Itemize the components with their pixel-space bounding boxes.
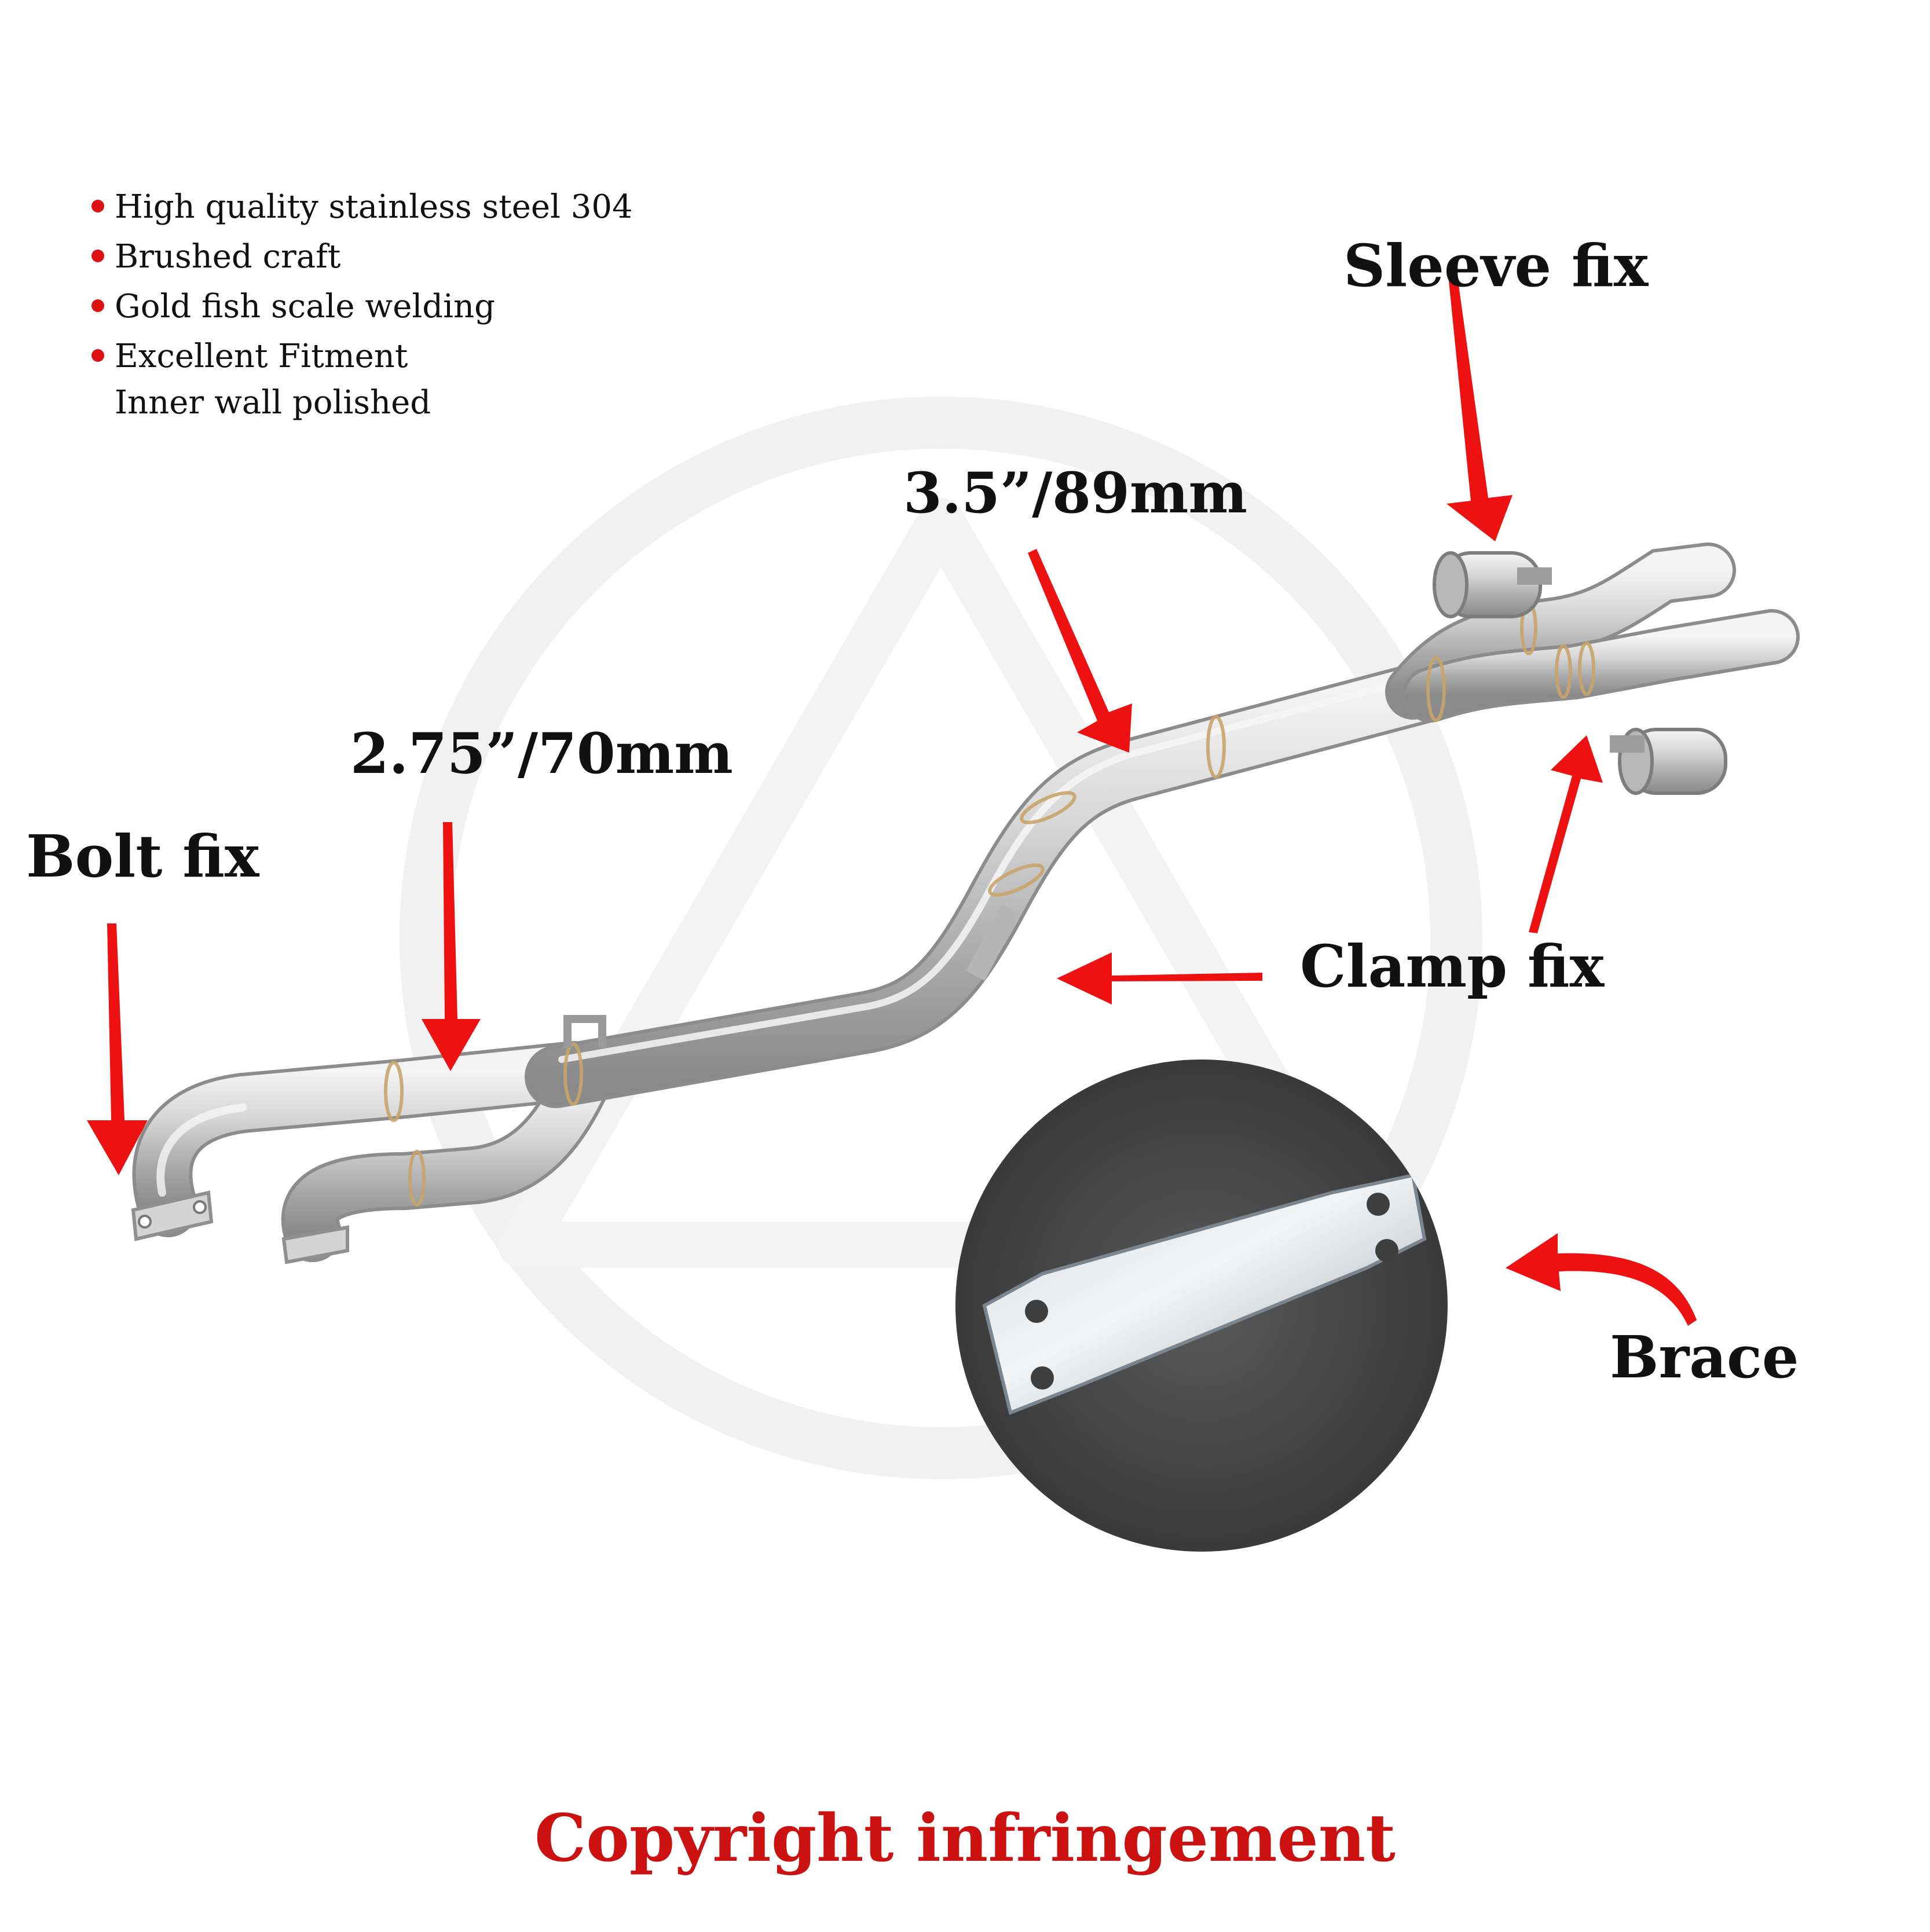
exhaust-pipe bbox=[131, 542, 1800, 1264]
feature-item: Excellent Fitment bbox=[87, 332, 633, 382]
feature-text: Excellent Fitment bbox=[115, 338, 408, 375]
pipe-diameter-large-label: 3.5”/89mm bbox=[903, 460, 1248, 526]
pipe-diameter-small-label: 2.75”/70mm bbox=[350, 721, 733, 786]
red-dot-icon bbox=[91, 349, 104, 362]
red-dot-icon bbox=[91, 250, 104, 262]
sleeve-clamp bbox=[1610, 728, 1727, 795]
red-dot-icon bbox=[91, 299, 104, 312]
feature-text: Inner wall polished bbox=[115, 384, 431, 421]
feature-item: High quality stainless steel 304 bbox=[87, 182, 633, 232]
red-arrow-icon bbox=[87, 281, 1697, 1326]
sleeve-fix-label: Sleeve fix bbox=[1343, 232, 1649, 300]
clamp-fix-label: Clamp fix bbox=[1300, 932, 1605, 1000]
circle-triangle-logo-icon bbox=[400, 397, 1482, 1479]
feature-item: Inner wall polished bbox=[87, 378, 633, 428]
brace-inset bbox=[955, 1060, 1448, 1552]
brace-label: Brace bbox=[1610, 1323, 1799, 1391]
copyright-notice: Copyright infringement bbox=[534, 1801, 1396, 1876]
feature-item: Gold fish scale welding bbox=[87, 282, 633, 332]
bolt-fix-label: Bolt fix bbox=[26, 822, 259, 890]
red-dot-icon bbox=[91, 200, 104, 212]
feature-item: Brushed craft bbox=[87, 232, 633, 282]
feature-text: Brushed craft bbox=[115, 238, 341, 276]
feature-text: High quality stainless steel 304 bbox=[115, 188, 633, 226]
sleeve-clamp bbox=[1433, 551, 1552, 618]
feature-text: Gold fish scale welding bbox=[115, 288, 495, 325]
